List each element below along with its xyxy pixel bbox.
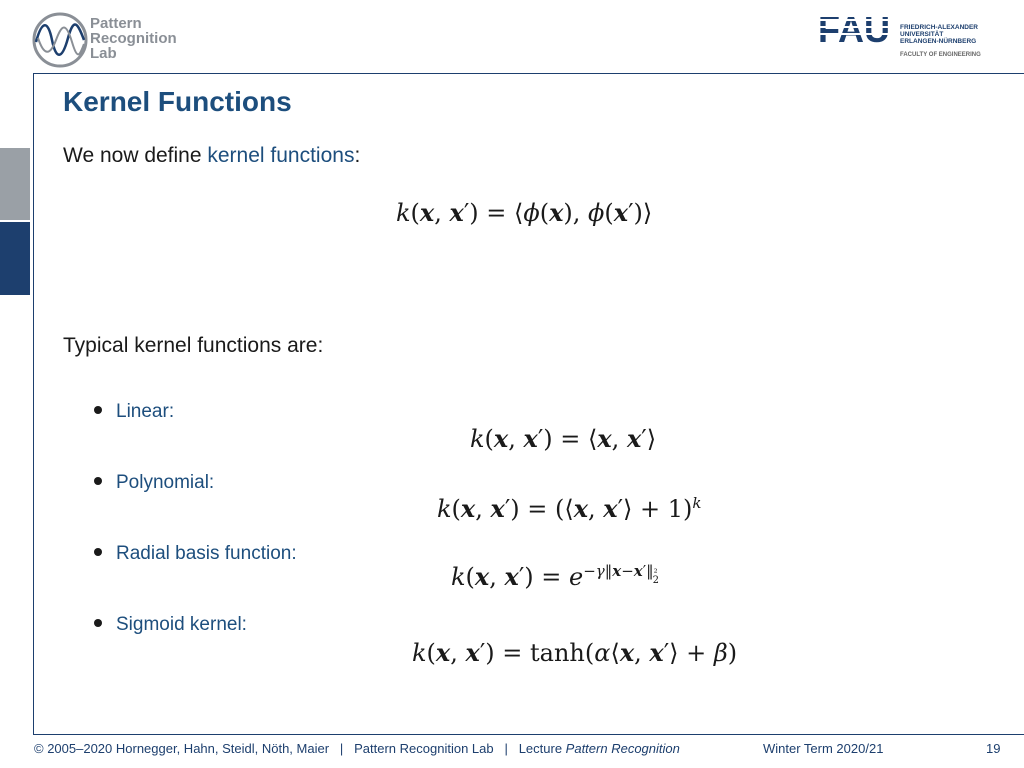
slide-frame xyxy=(33,73,1024,735)
rbf-kernel-formula: k(x, x′) = e−γ‖x−x′‖²2 xyxy=(451,562,660,591)
slide-header: Pattern Recognition Lab FAU FRIEDRICH-AL… xyxy=(0,0,1024,74)
footer-lab: Pattern Recognition Lab xyxy=(354,741,494,756)
footer-separator: | xyxy=(339,741,344,756)
fau-logo: FAU xyxy=(818,12,896,46)
kernel-definition-formula: k(x, x′) = ⟨ϕ(x), ϕ(x′)⟩ xyxy=(396,198,653,227)
intro-prefix: We now define xyxy=(63,144,208,167)
lab-name-line: Recognition xyxy=(90,30,177,47)
faculty-name: FACULTY OF ENGINEERING xyxy=(900,52,981,58)
linear-kernel-formula: k(x, x′) = ⟨x, x′⟩ xyxy=(470,424,657,453)
intro-highlight: kernel functions xyxy=(207,144,355,167)
fau-name-line: UNIVERSITÄT xyxy=(900,31,944,38)
footer-term: Winter Term 2020/21 xyxy=(763,741,884,756)
bullet-dot xyxy=(94,618,102,627)
section-tab-current xyxy=(0,222,30,295)
bullet-label: Polynomial: xyxy=(116,472,215,493)
lab-name-line: Lab xyxy=(90,45,117,62)
bullet-linear: Linear: xyxy=(94,401,174,423)
page-number: 19 xyxy=(986,741,1001,756)
footer-credits: © 2005–2020 Hornegger, Hahn, Steidl, Nöt… xyxy=(34,741,680,756)
section-tab-previous xyxy=(0,148,30,220)
intro-text: We now define kernel functions: xyxy=(63,144,360,168)
fau-name-line: FRIEDRICH-ALEXANDER xyxy=(900,24,978,31)
footer-copyright: © 2005–2020 Hornegger, Hahn, Steidl, Nöt… xyxy=(34,741,330,756)
sigmoid-kernel-formula: k(x, x′) = tanh(α⟨x, x′⟩ + β) xyxy=(412,638,738,667)
footer-separator: | xyxy=(504,741,508,756)
bullet-rbf: Radial basis function: xyxy=(94,543,297,565)
fau-name-line: ERLANGEN-NÜRNBERG xyxy=(900,38,977,45)
lab-name: Pattern Recognition Lab xyxy=(90,16,177,61)
bullet-sigmoid: Sigmoid kernel: xyxy=(94,614,247,636)
bullet-dot xyxy=(94,405,102,414)
bullet-dot xyxy=(94,476,102,485)
bullet-label: Radial basis function: xyxy=(116,543,297,564)
footer-lecture-prefix: Lecture xyxy=(518,741,566,756)
bullet-polynomial: Polynomial: xyxy=(94,472,214,494)
intro-suffix: : xyxy=(354,144,361,167)
bullet-label: Linear: xyxy=(116,401,175,422)
fau-university-name: FRIEDRICH-ALEXANDER UNIVERSITÄT ERLANGEN… xyxy=(900,24,978,45)
pattern-recognition-lab-logo xyxy=(32,12,88,68)
footer-lecture-name: Pattern Recognition xyxy=(565,741,680,756)
bullet-label: Sigmoid kernel: xyxy=(116,614,247,635)
fau-mark: FAU xyxy=(818,12,890,46)
typical-kernels-text: Typical kernel functions are: xyxy=(63,334,324,357)
lab-name-line: Pattern xyxy=(90,15,142,32)
slide-title: Kernel Functions xyxy=(63,86,292,117)
bullet-dot xyxy=(94,547,102,556)
polynomial-kernel-formula: k(x, x′) = (⟨x, x′⟩ + 1)k xyxy=(437,494,702,523)
